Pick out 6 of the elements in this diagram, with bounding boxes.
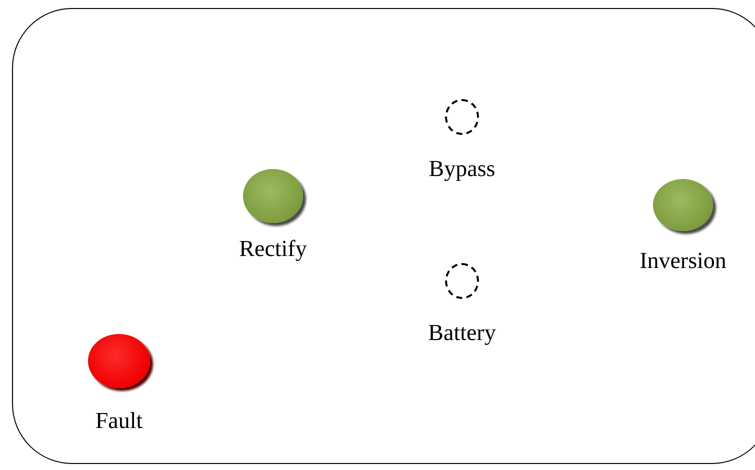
indicator-label: Bypass — [428, 157, 496, 180]
indicator-label: Fault — [95, 409, 143, 432]
indicator-label: Battery — [428, 321, 496, 344]
indicator-label: Inversion — [640, 249, 726, 272]
indicator-label: Rectify — [239, 237, 307, 260]
panel-frame — [12, 8, 755, 464]
